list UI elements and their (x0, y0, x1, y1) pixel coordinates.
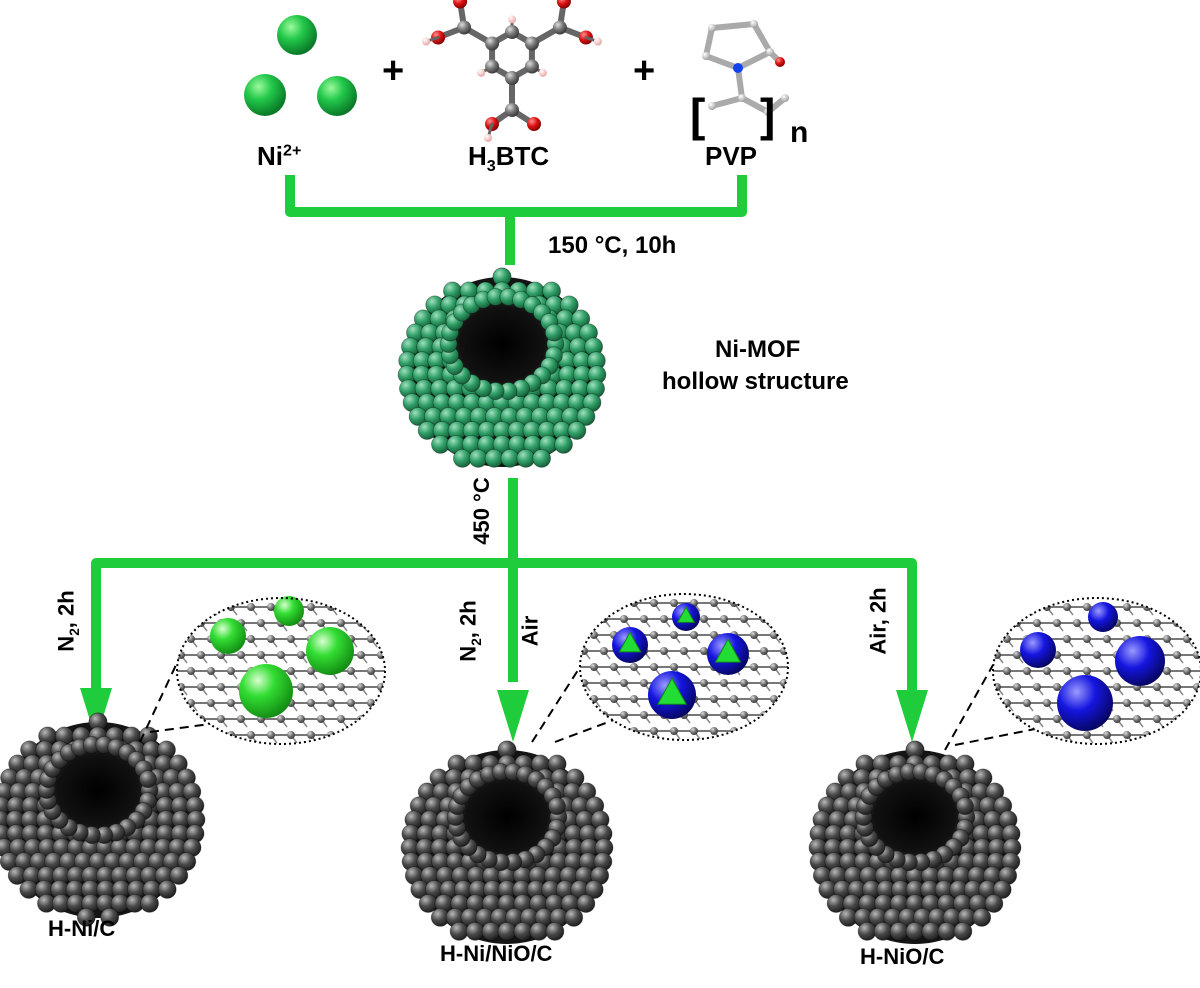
pvp-repeat-n: n (790, 116, 809, 149)
graphene-ni-inset-icon (176, 596, 386, 745)
ni-mof-label-line1: Ni-MOF (715, 336, 801, 363)
graphene-nio-inset-icon (992, 597, 1200, 745)
product-label-h-nio-c: H-NiO/C (860, 944, 945, 969)
ni-ion-sphere (277, 15, 317, 55)
ni-mof-label-line2: hollow structure (662, 368, 849, 395)
plus-sign-1: + (382, 50, 405, 92)
nio-particle (1020, 632, 1056, 668)
graphene-ni-nio-inset-icon (579, 593, 789, 741)
h-nio-c-hollow-sphere-icon (808, 740, 1022, 944)
pvp-label: PVP (705, 141, 758, 171)
left-branch-condition: N2, 2h (53, 590, 83, 652)
nio-particle (1057, 675, 1113, 731)
product-label-h-ni-c: H-Ni/C (48, 916, 116, 941)
middle-branch-condition-1: N2, 2h (455, 600, 485, 662)
step1-condition: 150 °C, 10h (548, 232, 677, 259)
ni-ion-sphere (317, 76, 357, 116)
nio-particle (1115, 636, 1165, 686)
h-ni-nio-c-hollow-sphere-icon (400, 740, 614, 944)
split-arrows (91, 478, 917, 690)
arrow-head-right-icon (896, 690, 928, 742)
ni-ion-sphere (244, 74, 286, 116)
ni-particle (274, 596, 304, 626)
ni-ion-label: Ni2+ (257, 141, 302, 171)
merge-arrow (285, 175, 747, 265)
plus-sign-2: + (633, 50, 656, 92)
ni-particle (306, 627, 354, 675)
btc-label: H3BTC (468, 141, 550, 176)
ni-particle (210, 618, 246, 654)
btc-molecule-icon (422, 0, 602, 142)
middle-branch-condition-2: Air (517, 615, 543, 647)
arrow-head-middle-icon (497, 690, 529, 742)
pvp-bracket-right: ] (760, 89, 776, 141)
h-ni-c-hollow-sphere-icon (0, 712, 206, 927)
pvp-bracket-left: [ (690, 89, 706, 141)
ni-particle (239, 664, 293, 718)
pvp-molecule-icon (702, 20, 789, 116)
ni-mof-hollow-sphere-icon (397, 267, 607, 468)
step2-condition: 450 °C (468, 477, 494, 545)
nio-particle (1088, 602, 1118, 632)
ni-ion-spheres (244, 15, 357, 116)
product-label-h-ni-nio-c: H-Ni/NiO/C (440, 941, 553, 966)
right-branch-condition: Air, 2h (865, 587, 891, 655)
